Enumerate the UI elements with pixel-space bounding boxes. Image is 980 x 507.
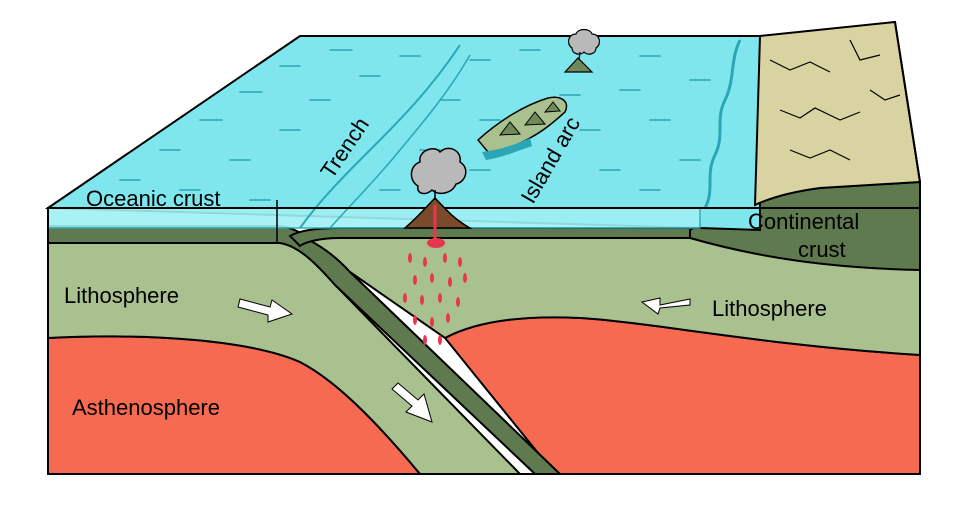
continental-crust-label-line1: Continental <box>748 209 859 234</box>
distant-volcano <box>563 57 594 73</box>
distant-ash-cloud-icon <box>567 28 601 55</box>
magma-droplets <box>403 253 467 345</box>
island-arc-ridges <box>498 101 561 136</box>
continental-crust-label-line2: crust <box>798 237 846 262</box>
lithosphere-left-label: Lithosphere <box>64 283 179 308</box>
ash-cloud-icon <box>410 147 467 195</box>
arrow-down-right-icon <box>391 382 433 423</box>
oceanic-crust-label: Oceanic crust <box>86 186 221 211</box>
lithosphere-right-label: Lithosphere <box>712 296 827 321</box>
coastline <box>703 39 742 209</box>
block-frame <box>47 207 921 475</box>
trench-line <box>299 44 461 229</box>
magma-chamber <box>427 238 445 248</box>
island-arc-shadow <box>482 138 532 160</box>
continent-top <box>753 20 922 207</box>
trench-line-2 <box>329 54 471 229</box>
arrow-right-icon <box>237 298 294 323</box>
asthenosphere-label: Asthenosphere <box>72 395 220 420</box>
ocean-wave-marks <box>119 49 711 201</box>
continent-cracks <box>769 39 901 161</box>
distant-volcano-stem <box>578 51 581 61</box>
arrow-left-icon <box>640 297 691 315</box>
ocean-front-face <box>47 207 701 229</box>
